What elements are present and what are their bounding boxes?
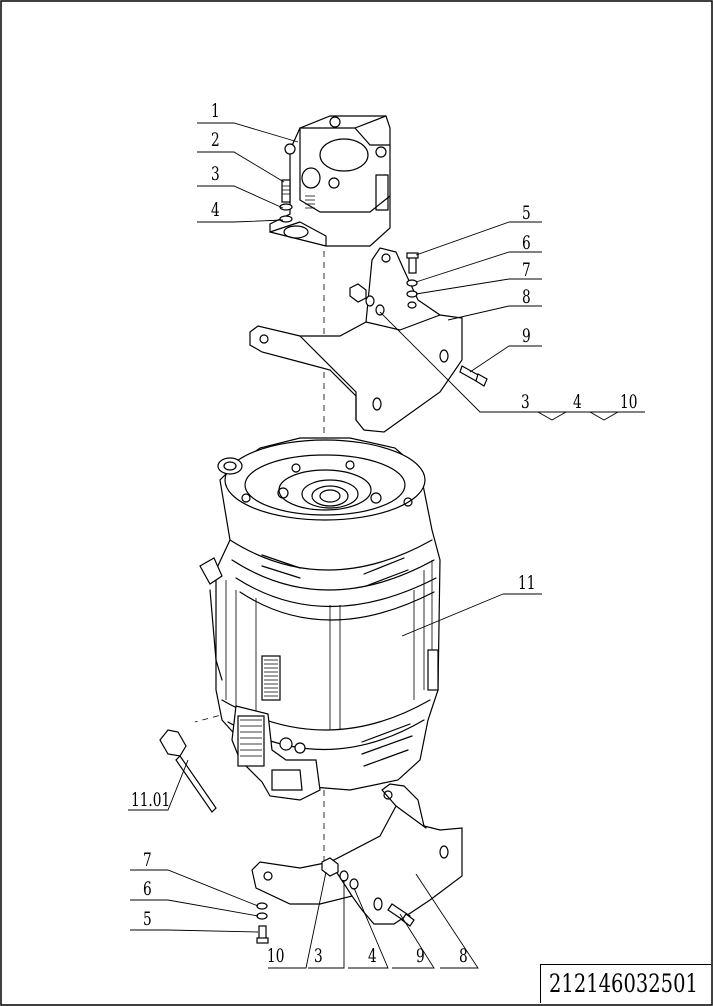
callout-2: 2 bbox=[211, 129, 220, 151]
part-10-nut-lower bbox=[321, 857, 339, 877]
callout-5: 5 bbox=[522, 202, 531, 224]
callout-7: 7 bbox=[522, 259, 531, 281]
callout-lower-9: 9 bbox=[416, 945, 425, 967]
part-code-box bbox=[540, 964, 711, 1003]
part-7-washer-lower bbox=[256, 902, 268, 910]
callout-lower-3: 3 bbox=[314, 945, 323, 967]
callout-11: 11 bbox=[518, 572, 536, 594]
part-11-motor bbox=[199, 437, 441, 801]
callout-lower-6: 6 bbox=[143, 878, 152, 900]
callout-lower-10: 10 bbox=[267, 945, 285, 967]
callout-4: 4 bbox=[211, 199, 220, 221]
callout-group-10: 10 bbox=[620, 391, 638, 413]
part-5-screw-lower bbox=[256, 925, 269, 944]
part-4-washer bbox=[279, 215, 293, 223]
part-6-washer bbox=[406, 279, 418, 287]
part-2-bolt bbox=[281, 179, 291, 203]
callout-lower-5: 5 bbox=[143, 908, 152, 930]
part-8-lower-bracket bbox=[251, 783, 463, 925]
callout-lower-8: 8 bbox=[459, 945, 468, 967]
part-1101-sensor bbox=[159, 729, 217, 813]
part-8-upper-bracket bbox=[249, 247, 463, 433]
part-5-screw bbox=[406, 252, 419, 274]
part-1-housing bbox=[269, 115, 391, 247]
callout-9: 9 bbox=[522, 325, 531, 347]
part-6-washer-lower bbox=[256, 912, 268, 920]
callout-11-01: 11.01 bbox=[131, 789, 171, 811]
part-10-nut-upper bbox=[349, 283, 367, 303]
callout-group-3: 3 bbox=[521, 391, 530, 413]
part-9-bolt-lower bbox=[387, 903, 415, 927]
callout-3: 3 bbox=[211, 163, 220, 185]
callout-8: 8 bbox=[522, 286, 531, 308]
part-7-washer bbox=[406, 290, 418, 298]
callout-1: 1 bbox=[211, 100, 220, 122]
callout-lower-4: 4 bbox=[368, 945, 377, 967]
callout-group-4: 4 bbox=[573, 391, 582, 413]
part-9-bolt-upper bbox=[459, 365, 488, 387]
callout-6: 6 bbox=[522, 232, 531, 254]
part-code: 212146032501 bbox=[549, 969, 698, 998]
callout-lower-7: 7 bbox=[143, 849, 152, 871]
